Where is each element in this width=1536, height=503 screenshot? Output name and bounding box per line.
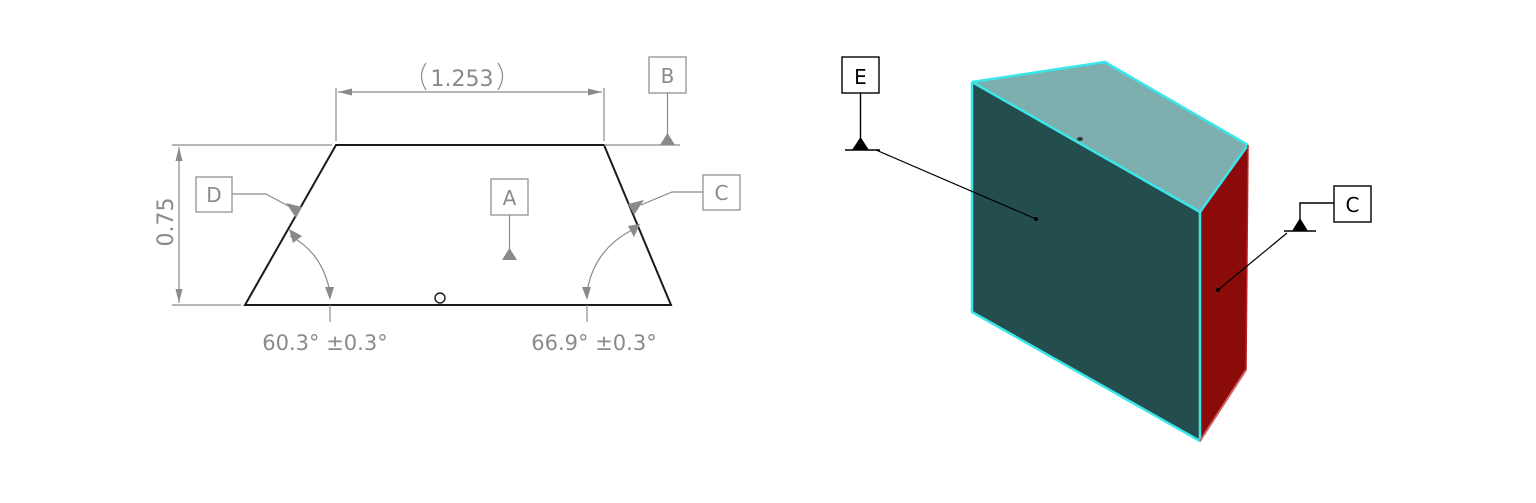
- datum-d-label: D: [206, 183, 221, 207]
- width-dimension: [335, 62, 605, 141]
- height-dimension-text: 0.75: [154, 198, 179, 247]
- orthographic-view: 1.253 0.75 B A D: [154, 56, 741, 355]
- angle-right-text: 66.9° ±0.3°: [531, 331, 656, 355]
- datum-a-label: A: [503, 186, 517, 210]
- datum-e: E: [841, 56, 1038, 221]
- top-face: [972, 62, 1248, 212]
- datum-b-label: B: [661, 64, 675, 88]
- origin-dot-3d: [1077, 137, 1083, 141]
- angle-left-dimension: [289, 229, 334, 322]
- side-face: [1200, 145, 1248, 441]
- datum-c-2d-label: C: [715, 181, 729, 205]
- angle-right-dimension: [582, 224, 640, 322]
- edge-highlight: [970, 60, 1250, 443]
- angle-left-text: 60.3° ±0.3°: [262, 331, 387, 355]
- datum-a: A: [490, 178, 529, 260]
- front-face: [972, 82, 1200, 441]
- datum-e-label: E: [854, 65, 867, 89]
- origin-marker: [434, 292, 446, 304]
- width-dimension-text: 1.253: [431, 67, 494, 92]
- datum-c-2d: C: [628, 174, 741, 215]
- height-dimension: [172, 144, 332, 306]
- datum-c-3d-label: C: [1346, 193, 1360, 217]
- datum-c-3d: C: [1216, 185, 1372, 292]
- datum-d: D: [195, 176, 302, 218]
- isometric-view: E C: [841, 56, 1372, 443]
- datum-b: B: [604, 56, 687, 146]
- trapezoid-outline: [243, 144, 673, 306]
